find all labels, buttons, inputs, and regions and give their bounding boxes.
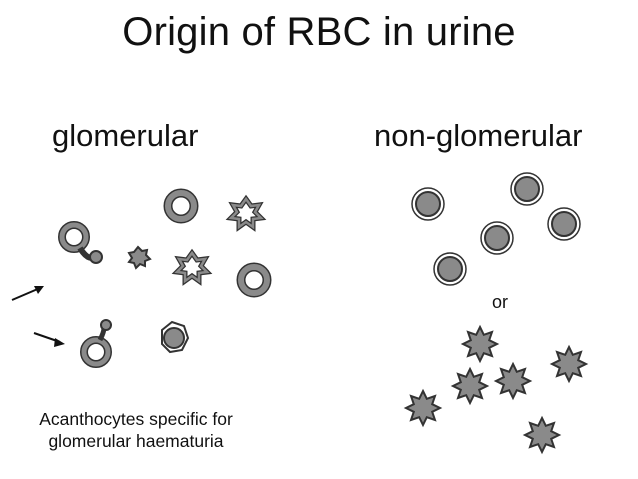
isomorphic-rbc: [433, 252, 467, 286]
caption-line-1: Acanthocytes specific for: [39, 409, 233, 429]
acanthocyte-caption: Acanthocytes specific for glomerular hae…: [6, 408, 266, 452]
or-separator: or: [492, 292, 509, 312]
crenated-cell: [549, 344, 589, 384]
isomorphic-rbc: [480, 221, 514, 255]
crenated-cell: [493, 361, 533, 401]
dysmorphic-spiky-cell: [225, 194, 267, 232]
non-glomerular-heading: non-glomerular: [374, 118, 583, 153]
ring-cell: [163, 188, 199, 224]
fragmented-cell: [161, 320, 190, 354]
isomorphic-rbc: [510, 172, 544, 206]
arrow-icon: [33, 332, 65, 347]
arrow-icon: [11, 286, 44, 301]
crenated-cells: [403, 324, 589, 455]
isomorphic-rbc: [411, 187, 445, 221]
glomerular-heading: glomerular: [52, 118, 199, 153]
caption-line-2: glomerular haematuria: [48, 431, 224, 451]
acanthocyte-cell: [58, 221, 103, 264]
crenated-cell: [403, 388, 443, 428]
ring-cell: [236, 262, 272, 298]
small-crenated-cell: [127, 245, 152, 270]
dysmorphic-spiky-cell: [171, 248, 213, 286]
crenated-cell: [522, 415, 562, 455]
slide-title: Origin of RBC in urine: [122, 10, 516, 54]
crenated-cell: [450, 366, 490, 406]
isomorphic-rbc: [547, 207, 581, 241]
acanthocyte-cell: [80, 319, 112, 368]
crenated-cell: [460, 324, 500, 364]
